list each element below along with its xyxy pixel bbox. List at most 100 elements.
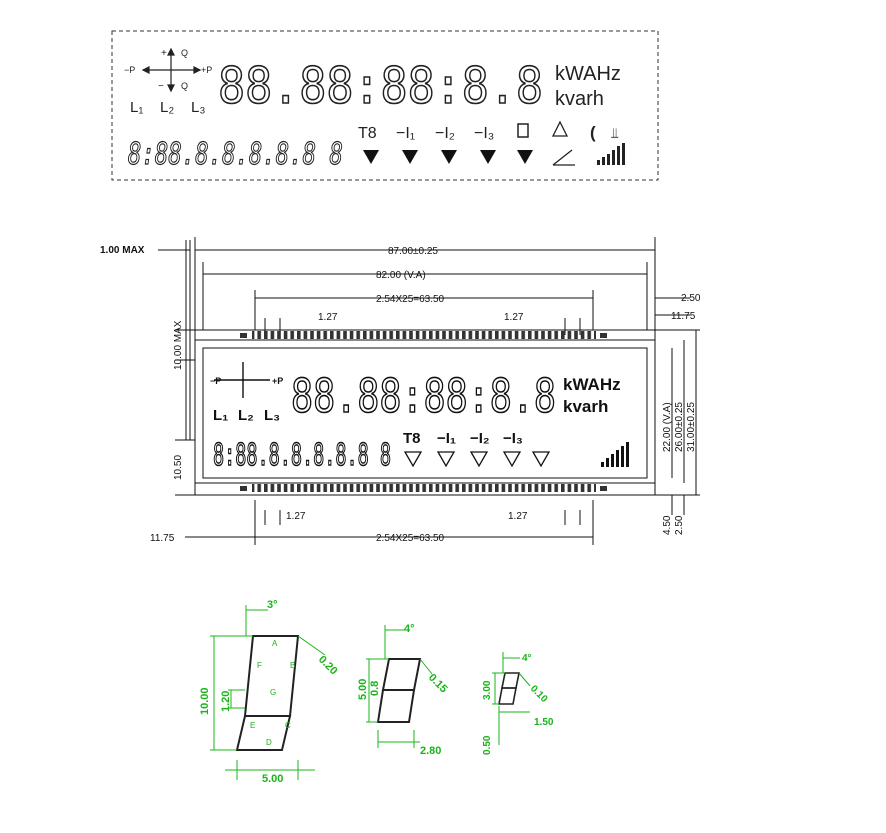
drawing-phase-l1: L₁ bbox=[213, 407, 228, 424]
dim-1175-right: 11.75 bbox=[671, 311, 696, 322]
icon-i2: −I₂ bbox=[435, 125, 455, 142]
dim-250-top: 2.50 bbox=[681, 293, 701, 304]
sub-digit-display: 8:88.8.8.8.8.8 8 bbox=[128, 137, 343, 172]
triangle-indicator bbox=[441, 150, 457, 164]
big-stroke: 0.20 bbox=[316, 654, 340, 678]
small-width: 1.50 bbox=[534, 717, 554, 728]
dim-10-max: 10.00 MAX bbox=[173, 320, 184, 370]
phase-l1: L₁ bbox=[130, 99, 143, 116]
dim-127-tr: 1.27 bbox=[504, 312, 524, 323]
medium-mid: 0.8 bbox=[369, 681, 381, 696]
lcd-glass-outline bbox=[194, 329, 656, 496]
drawing-axis-icon bbox=[214, 362, 270, 398]
icon-t8: T8 bbox=[358, 125, 377, 142]
alarm-icon bbox=[551, 120, 569, 137]
viewing-area bbox=[202, 347, 648, 479]
drawing-axis-minus-p: −P bbox=[210, 376, 221, 386]
drawing-sub-digits: 8:88.8.8.8.8.8 8 bbox=[213, 438, 391, 473]
drawing-icon-i3: −I₃ bbox=[503, 430, 523, 447]
axis-q-top: Q bbox=[181, 48, 188, 58]
antenna-icon: ⫫ bbox=[611, 125, 619, 141]
drawing-main-digits: 88.88:88:8.8 bbox=[291, 369, 556, 423]
small-height: 3.00 bbox=[482, 680, 493, 700]
svg-text:G: G bbox=[270, 688, 276, 697]
main-digit-display: 88.88:88:8.8 bbox=[218, 57, 543, 115]
mechanical-drawing bbox=[158, 237, 700, 545]
dim-26: 26.00±0.25 bbox=[674, 402, 685, 452]
drawing-icon-t8: T8 bbox=[403, 430, 421, 447]
drawing-phase-l2: L₂ bbox=[238, 407, 254, 424]
triangle-indicator bbox=[480, 150, 496, 164]
triangle-indicator bbox=[517, 150, 533, 164]
big-height: 10.00 bbox=[199, 687, 211, 715]
dim-1-max: 1.00 MAX bbox=[100, 245, 145, 256]
dim-1175-left: 11.75 bbox=[150, 533, 175, 544]
dim-450: 4.50 bbox=[662, 515, 673, 535]
svg-text:A: A bbox=[272, 639, 278, 648]
drawing-signal-icon bbox=[601, 442, 629, 467]
angle-icon bbox=[552, 149, 575, 166]
svg-text:C: C bbox=[285, 721, 291, 730]
top-lcd-panel: + Q −P +P − Q L₁ L₂ L₃ 88.88:88:8.8 kWAH… bbox=[111, 30, 659, 181]
dim-22: 22.00 (V.A) bbox=[662, 402, 673, 452]
axis-plus-p: +P bbox=[201, 65, 212, 75]
medium-angle: 4° bbox=[404, 623, 415, 635]
drawing-unit-kvarh: kvarh bbox=[563, 397, 608, 416]
triangle-indicator bbox=[402, 150, 418, 164]
medium-height: 5.00 bbox=[357, 679, 369, 700]
icon-i3: −I₃ bbox=[474, 125, 494, 142]
phone-icon: ( bbox=[590, 123, 596, 142]
small-stroke: 0.10 bbox=[528, 683, 550, 705]
svg-text:D: D bbox=[266, 738, 272, 747]
dim-127-tl: 1.27 bbox=[318, 312, 338, 323]
dim-pitch-top: 2.54X25=63.50 bbox=[376, 294, 445, 305]
dim-1050: 10.50 bbox=[173, 455, 184, 480]
pin-rows bbox=[240, 331, 607, 492]
svg-text:F: F bbox=[257, 661, 262, 670]
axis-q-bottom: Q bbox=[181, 81, 188, 91]
small-angle: 4° bbox=[522, 653, 532, 664]
icon-i1: −I₁ bbox=[396, 125, 415, 142]
quadrant-axis-icon bbox=[141, 47, 202, 93]
dim-pitch-bottom: 2.54X25=63.50 bbox=[376, 533, 445, 544]
drawing-phase-l3: L₃ bbox=[264, 407, 280, 424]
big-angle: 3° bbox=[267, 599, 278, 611]
drawing-triangles bbox=[403, 451, 551, 468]
dim-31: 31.00±0.25 bbox=[686, 402, 697, 452]
big-width: 5.00 bbox=[262, 773, 283, 785]
unit-kwahz: kWAHz bbox=[555, 63, 621, 85]
segment-detail-small: 4° 3.00 0.50 1.50 0.10 bbox=[482, 652, 554, 755]
small-mid: 0.50 bbox=[482, 735, 493, 755]
drawing-icon-i1: −I₁ bbox=[437, 430, 456, 447]
panel-outline bbox=[111, 30, 659, 181]
big-mid: 1.20 bbox=[220, 691, 232, 712]
svg-text:B: B bbox=[290, 661, 295, 670]
phase-l3: L₃ bbox=[191, 99, 205, 116]
medium-stroke: 0.15 bbox=[426, 672, 450, 696]
big-seg-letters: A B C D E F G bbox=[250, 639, 295, 747]
drawing-lcd-content: −P +P L₁ L₂ L₃ 88.88:88:8.8 kWAHz kvarh … bbox=[210, 362, 629, 474]
svg-text:E: E bbox=[250, 721, 255, 730]
axis-minus-p: −P bbox=[124, 65, 135, 75]
axis-minus: − bbox=[158, 81, 164, 92]
dimension-labels: 1.00 MAX 87.00±0.25 82.00 (V.A) 2.54X25=… bbox=[100, 245, 701, 544]
signal-icon bbox=[597, 143, 625, 165]
dim-127-br: 1.27 bbox=[508, 511, 528, 522]
status-triangles bbox=[363, 150, 533, 164]
dim-87: 87.00±0.25 bbox=[388, 246, 438, 257]
dim-127-bl: 1.27 bbox=[286, 511, 306, 522]
unit-kvarh: kvarh bbox=[555, 88, 604, 110]
drawing-unit-kwahz: kWAHz bbox=[563, 375, 621, 394]
segment-detail-medium: 4° 5.00 0.8 2.80 0.15 bbox=[357, 623, 450, 757]
dim-250-bottom: 2.50 bbox=[674, 515, 685, 535]
battery-icon bbox=[517, 123, 529, 138]
dim-82: 82.00 (V.A) bbox=[376, 270, 426, 281]
drawing-axis-plus-p: +P bbox=[272, 376, 283, 386]
triangle-indicator bbox=[363, 150, 379, 164]
medium-width: 2.80 bbox=[420, 745, 441, 757]
phase-l2: L₂ bbox=[160, 99, 174, 116]
drawing-icon-i2: −I₂ bbox=[470, 430, 490, 447]
segment-detail-large: 3° 10.00 1.20 5.00 0.20 A B C D E F G bbox=[199, 599, 340, 785]
axis-plus: + bbox=[161, 48, 167, 59]
